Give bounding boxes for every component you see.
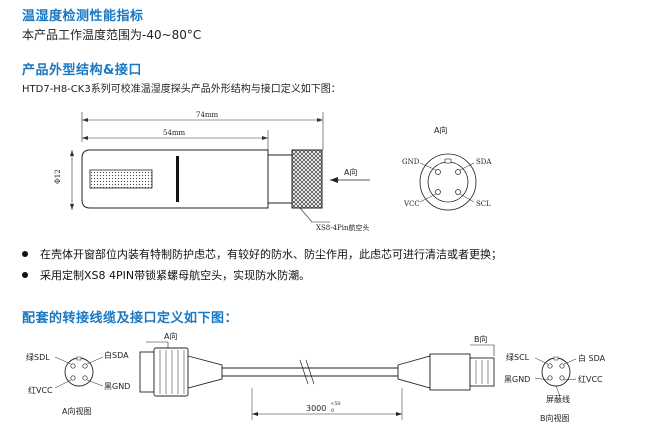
direction-arrow-a: A向 xyxy=(330,167,370,183)
section-heading-performance: 温湿度检测性能指标 xyxy=(22,9,144,24)
cable-length-dimension: 3000 +50 0 xyxy=(251,388,403,420)
a-vcc-label: 红VCC xyxy=(28,385,53,395)
cable-arrow-b: B向 xyxy=(470,334,495,356)
b-view-caption: B向视图 xyxy=(540,413,570,423)
dimension-54mm: 54mm xyxy=(82,129,269,150)
cable-arrow-b-label: B向 xyxy=(474,334,488,344)
a-view-diagram: A向 GND SDA VCC SCL xyxy=(402,125,492,211)
pin-scl-label: SCL xyxy=(476,200,491,208)
cable-line xyxy=(222,359,398,385)
bullet-item-connector: 采用定制XS8 4PIN带锁紧螺母航空头，实现防水防潮。 xyxy=(22,267,310,283)
bullet-dot xyxy=(22,251,28,257)
connector-note: XS8-4Pin航空头 xyxy=(299,207,370,232)
pin-sda-label: SDA xyxy=(476,158,492,166)
cable-b-view: 绿SCL 白 SDA 黑GND 红VCC 屏蔽线 B向视图 xyxy=(504,353,606,423)
b-sda-label: 白 SDA xyxy=(578,353,606,363)
temperature-range-text: 本产品工作温度范围为-40~80°C xyxy=(22,28,202,42)
bullet-text: 采用定制XS8 4PIN带锁紧螺母航空头，实现防水防潮。 xyxy=(40,269,311,282)
cable-right-connector xyxy=(397,353,495,391)
dim-body-label: 54mm xyxy=(163,129,186,137)
bullet-dot xyxy=(22,272,28,278)
structure-caption: HTD7-H8-CK3系列可校准温湿度探头产品外形结构与接口定义如下图： xyxy=(22,84,341,95)
dim-total-label: 74mm xyxy=(196,111,219,119)
b-scl-label: 绿SCL xyxy=(506,353,530,362)
connector-note-label: XS8-4Pin航空头 xyxy=(316,223,370,232)
a-view-title: A向 xyxy=(434,125,447,135)
knurled-nut xyxy=(291,149,323,209)
dimension-diameter: Φ12 xyxy=(54,150,74,210)
a-sdl-label: 绿SDL xyxy=(26,353,50,362)
bullet-item-filter: 在壳体开窗部位内装有特制防护虑芯，有较好的防水、防尘作用，此虑芯可进行清洁或者更… xyxy=(22,246,502,262)
pin-gnd-label: GND xyxy=(402,158,420,166)
seal-band xyxy=(176,156,179,202)
pin-vcc-label: VCC xyxy=(403,200,420,208)
cable-a-view: 绿SDL 白SDA 红VCC 黑GND A向视图 xyxy=(26,350,130,416)
cable-arrow-a-label: A向 xyxy=(164,331,177,341)
tolerance-lower-label: 0 xyxy=(331,408,334,414)
b-shield-label: 屏蔽线 xyxy=(546,394,570,404)
b-gnd-label: 黑GND xyxy=(504,375,530,384)
section-heading-cable: 配套的转接线缆及接口定义如下图： xyxy=(22,311,239,326)
bullet-text: 在壳体开窗部位内装有特制防护虑芯，有较好的防水、防尘作用，此虑芯可进行清洁或者更… xyxy=(40,248,502,261)
b-vcc-label: 红VCC xyxy=(578,374,603,384)
a-gnd-label: 黑GND xyxy=(104,382,130,391)
diameter-label: Φ12 xyxy=(54,169,62,184)
tolerance-upper-label: +50 xyxy=(330,401,341,407)
dimension-74mm: 74mm xyxy=(81,111,324,150)
a-view-caption: A向视图 xyxy=(62,406,91,416)
probe-body xyxy=(81,149,323,209)
filter-window xyxy=(89,169,153,189)
cable-length-label: 3000 xyxy=(306,404,326,413)
a-sda-label: 白SDA xyxy=(104,350,129,360)
section-heading-structure: 产品外型结构&接口 xyxy=(22,63,142,78)
arrow-a-label: A向 xyxy=(344,167,357,177)
cable-left-connector xyxy=(139,347,223,397)
